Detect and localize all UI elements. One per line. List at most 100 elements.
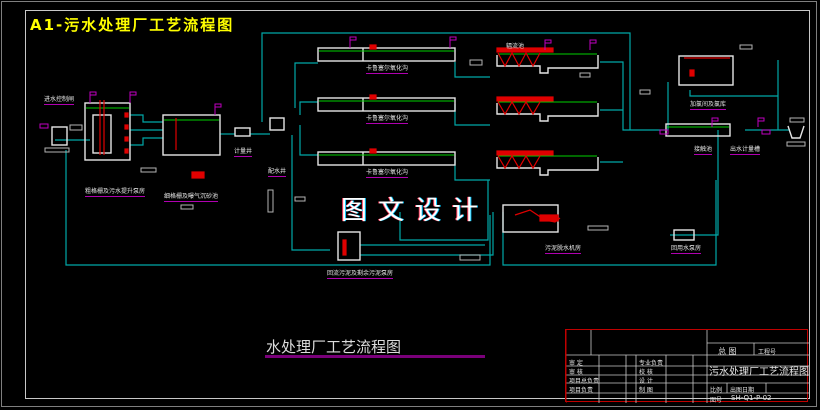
chlorinator [689, 69, 695, 77]
note-box [459, 254, 481, 261]
pipe-pump-out-1 [130, 114, 163, 123]
pipe-main-bottom [65, 150, 491, 266]
label-inlet-gate-well: 进水控制闸 [44, 96, 75, 105]
clarifier-3-outline [496, 157, 599, 176]
tag-box [761, 129, 771, 135]
pipe-feed-3 [299, 125, 318, 156]
pump-2 [124, 124, 129, 130]
main-title: A1-污水处理厂工艺流程图 [30, 16, 235, 34]
tb-header-left: 总 图 [718, 347, 737, 356]
note-box [69, 124, 83, 131]
tag-flag [544, 39, 552, 50]
aerator-2 [369, 94, 377, 100]
note-box [786, 141, 806, 147]
label-return-sludge-pump: 回流污泥及剩余污泥泵房 [327, 270, 394, 279]
pipe-dist-down [291, 135, 330, 251]
tb-row-label: 项目总负责 [569, 378, 600, 385]
clarifier-truss-3 [497, 154, 541, 170]
note-box [579, 72, 591, 78]
label-oxidation-ditch-3: 卡鲁塞尔氧化沟 [366, 169, 409, 178]
pipe-ox-to-clar-1 [454, 62, 490, 78]
title-block: 总 图 工程号 污水处理厂工艺流程图 审 定 专业负责 审 核 校 核 项目总负… [565, 329, 809, 404]
equipment [99, 44, 730, 256]
tb-date-label: 出图日期 [730, 387, 755, 394]
coarse-screen-outline [84, 102, 131, 161]
drawing-title: 水处理厂工艺流程图 [266, 338, 402, 356]
dewatering-press [539, 214, 559, 222]
label-oxidation-ditch-1: 卡鲁塞尔氧化沟 [366, 65, 409, 74]
note-box [140, 167, 157, 173]
note-box [739, 44, 753, 50]
pipe-sludge-2 [360, 212, 494, 256]
tag-flag [214, 103, 222, 115]
note-box [789, 117, 805, 123]
note-box [587, 225, 609, 231]
aerator-3 [369, 148, 377, 154]
tag-flag [89, 91, 97, 103]
pipe-network [55, 32, 790, 266]
pipe-ox-to-clar-2 [454, 104, 490, 126]
tb-header-right: 工程号 [758, 349, 777, 356]
watermark-text: 图文设计 [341, 196, 490, 226]
pipe-feed-2 [299, 101, 318, 115]
pipe-dewater [502, 180, 717, 266]
pipe-dist-up [261, 32, 631, 130]
pipe-pump-out-3 [130, 137, 163, 146]
pump-1 [124, 112, 129, 118]
annotation-boxes [44, 44, 806, 261]
pipe-reuse [690, 130, 719, 236]
tb-row-label: 项目负责 [569, 387, 594, 394]
pipe-ox-to-clar-3 [454, 158, 490, 181]
clarifier-2-outline [496, 103, 599, 122]
return-sludge-pump-outline [337, 231, 361, 261]
tag-box [659, 129, 669, 135]
tb-row-label: 设 计 [639, 378, 653, 385]
label-reuse-pump: 回用水泵房 [671, 245, 702, 254]
tag-flag [129, 91, 137, 103]
pipe-return-sludge [399, 180, 489, 241]
reuse-pump-outline [673, 229, 695, 241]
coarse-screen-inner [92, 114, 112, 154]
label-fine-screen-grit: 细格栅及曝气沉砂池 [164, 193, 219, 202]
note-box [267, 189, 274, 213]
inlet-gate-well-outline [51, 126, 68, 146]
distribution-well-outline [269, 117, 285, 131]
tag-flag [757, 117, 765, 127]
pipe-chlorine-feed-2 [689, 90, 778, 97]
label-secondary-clarifier: 辐流池 [506, 43, 525, 50]
tag-flag [449, 36, 457, 48]
pipe-feed-1 [294, 62, 318, 108]
structures [51, 47, 805, 261]
label-chlorine-room: 加氯间及氯库 [690, 101, 727, 110]
pipe-clar-out [600, 61, 665, 131]
tb-row-label: 制 图 [639, 387, 653, 394]
note-box [180, 204, 194, 210]
oxidation-ditch-2 [317, 97, 456, 112]
clarifier-truss-1 [497, 51, 541, 68]
pump-3 [124, 136, 129, 142]
sheet-inner-border [25, 10, 810, 399]
instrument-tags [39, 36, 771, 135]
label-outlet-metering: 出水计量槽 [730, 146, 761, 155]
note-box [44, 147, 70, 153]
label-oxidation-ditch-2: 卡鲁塞尔氧化沟 [366, 115, 409, 124]
blower [191, 171, 205, 179]
tb-scale-label: 比例 [710, 387, 723, 394]
tb-drawing-no: SH-Q1-P-02 [731, 394, 772, 402]
tb-row-label: 专业负责 [639, 360, 664, 367]
aerator-1 [369, 44, 377, 50]
outlet-flume [787, 125, 805, 139]
contact-tank-outline [665, 123, 731, 137]
water-levels [86, 50, 729, 157]
label-metering-well: 计量井 [234, 148, 253, 157]
tb-row-label: 审 核 [569, 369, 583, 376]
note-box [469, 59, 483, 66]
tb-drawing-no-label: 图号 [710, 397, 723, 404]
tb-row-label: 校 核 [639, 369, 653, 376]
sludge-pump [342, 239, 347, 256]
fine-screen-outline [162, 114, 221, 156]
label-coarse-screen-pump: 粗格栅及污水提升泵房 [85, 188, 146, 197]
clarifier-bridge-3 [496, 150, 554, 156]
pump-4 [124, 148, 129, 154]
